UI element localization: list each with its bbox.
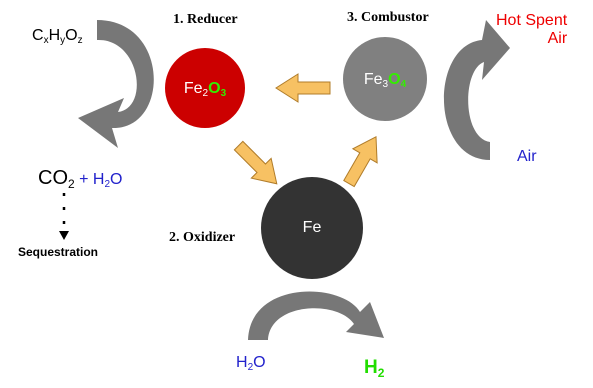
air-label: Air	[517, 148, 537, 165]
combustor-formula: Fe3O4	[363, 71, 407, 90]
hot-spent-air-line1: Hot Spent	[496, 12, 568, 29]
oxidizer-to-combustor-arrow	[343, 135, 378, 188]
water-curved-arrow	[248, 291, 384, 340]
products-formula: CO2 + H2O	[38, 167, 123, 191]
reducer-circle	[165, 48, 245, 128]
water-formula: H2O	[236, 354, 266, 373]
hot-spent-air-label: Hot Spent Air	[496, 12, 567, 47]
combustor-to-reducer-arrow	[275, 73, 331, 103]
reducer-title: 1. Reducer	[173, 12, 238, 27]
reducer-formula: Fe2O3	[183, 80, 227, 99]
oxidizer-formula: Fe	[302, 219, 322, 236]
fuel-curved-arrow	[78, 20, 154, 148]
oxidizer-title: 2. Oxidizer	[169, 230, 236, 245]
oxidizer-circle	[261, 177, 363, 279]
fuel-formula: CxHyOz	[32, 27, 83, 46]
hydrogen-formula: H2	[364, 357, 385, 380]
reducer-to-oxidizer-arrow	[233, 140, 278, 185]
air-curved-arrow	[443, 20, 510, 160]
hot-spent-air-line2: Air	[547, 29, 568, 47]
sequestration-arrowhead	[59, 231, 69, 240]
sequestration-label: Sequestration	[18, 245, 99, 259]
combustor-circle	[343, 37, 427, 121]
combustor-title: 3. Combustor	[347, 10, 429, 25]
